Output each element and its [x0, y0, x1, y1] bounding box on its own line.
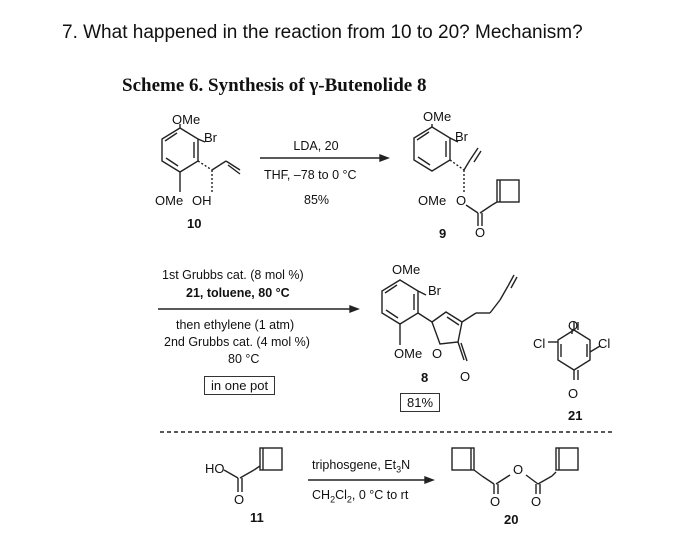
cmpd10-br: Br — [204, 130, 217, 145]
yield-box: 81% — [400, 393, 441, 412]
cmpd9-structure — [413, 124, 520, 226]
cmpd20-structure — [451, 447, 579, 494]
cmpd8-ome-bottom: OMe — [394, 346, 423, 361]
cmpd11-structure — [223, 447, 283, 492]
cmpd9-ome-bottom: OMe — [418, 193, 447, 208]
cmpd10-label: 10 — [187, 216, 202, 231]
rxn2-line5: 80 °C — [228, 352, 260, 366]
rxn3-conditions: CH2Cl2, 0 °C to rt — [312, 488, 409, 505]
rxn3-reagent: triphosgene, Et3N — [312, 458, 411, 475]
cmpd21-o-top: O — [568, 318, 579, 333]
cmpd10-oh: OH — [192, 193, 212, 208]
cmpd8-label: 8 — [421, 370, 429, 385]
cmpd9-o: O — [456, 193, 467, 208]
cmpd21-structure — [548, 322, 601, 380]
cmpd8-o: O — [432, 346, 443, 361]
rxn2-line1: 1st Grubbs cat. (8 mol %) — [162, 268, 304, 282]
rxn1-yield: 85% — [304, 193, 330, 207]
scheme-title: Scheme 6. Synthesis of γ-Butenolide 8 — [122, 75, 427, 96]
cmpd21-cl-left: Cl — [533, 336, 546, 351]
cmpd20-label: 20 — [504, 512, 519, 527]
cmpd10-ome-top: OMe — [172, 112, 201, 127]
cmpd21-o-bottom: O — [568, 386, 579, 401]
cmpd8-ome-top: OMe — [392, 262, 421, 277]
cmpd8-br: Br — [428, 283, 441, 298]
cmpd20-o-right: O — [531, 494, 542, 509]
cmpd8-structure — [381, 274, 518, 362]
cmpd8-carbonyl-o: O — [460, 369, 471, 384]
rxn2-line2: 21, toluene, 80 °C — [186, 286, 290, 300]
cmpd9-label: 9 — [439, 226, 447, 241]
rxn2-line4: 2nd Grubbs cat. (4 mol %) — [164, 335, 310, 349]
rxn2-line3: then ethylene (1 atm) — [176, 318, 295, 332]
cmpd10-ome-bottom: OMe — [155, 193, 184, 208]
cmpd11-label: 11 — [250, 510, 264, 525]
rxn1-reagent: LDA, 20 — [293, 139, 339, 153]
cmpd20-o-mid: O — [513, 462, 524, 477]
cmpd9-ome-top: OMe — [423, 109, 452, 124]
cmpd11-ho: HO — [205, 461, 225, 476]
cmpd11-o: O — [234, 492, 245, 507]
cmpd21-label: 21 — [568, 408, 583, 423]
cmpd9-br: Br — [455, 129, 468, 144]
cmpd10-structure — [161, 124, 241, 192]
one-pot-box: in one pot — [204, 376, 276, 395]
cmpd20-o-left: O — [490, 494, 501, 509]
cmpd21-cl-right: Cl — [598, 336, 611, 351]
cmpd9-carbonyl-o: O — [475, 225, 486, 240]
question-text: 7. What happened in the reaction from 10… — [62, 22, 583, 43]
rxn1-conditions: THF, –78 to 0 °C — [264, 168, 357, 182]
